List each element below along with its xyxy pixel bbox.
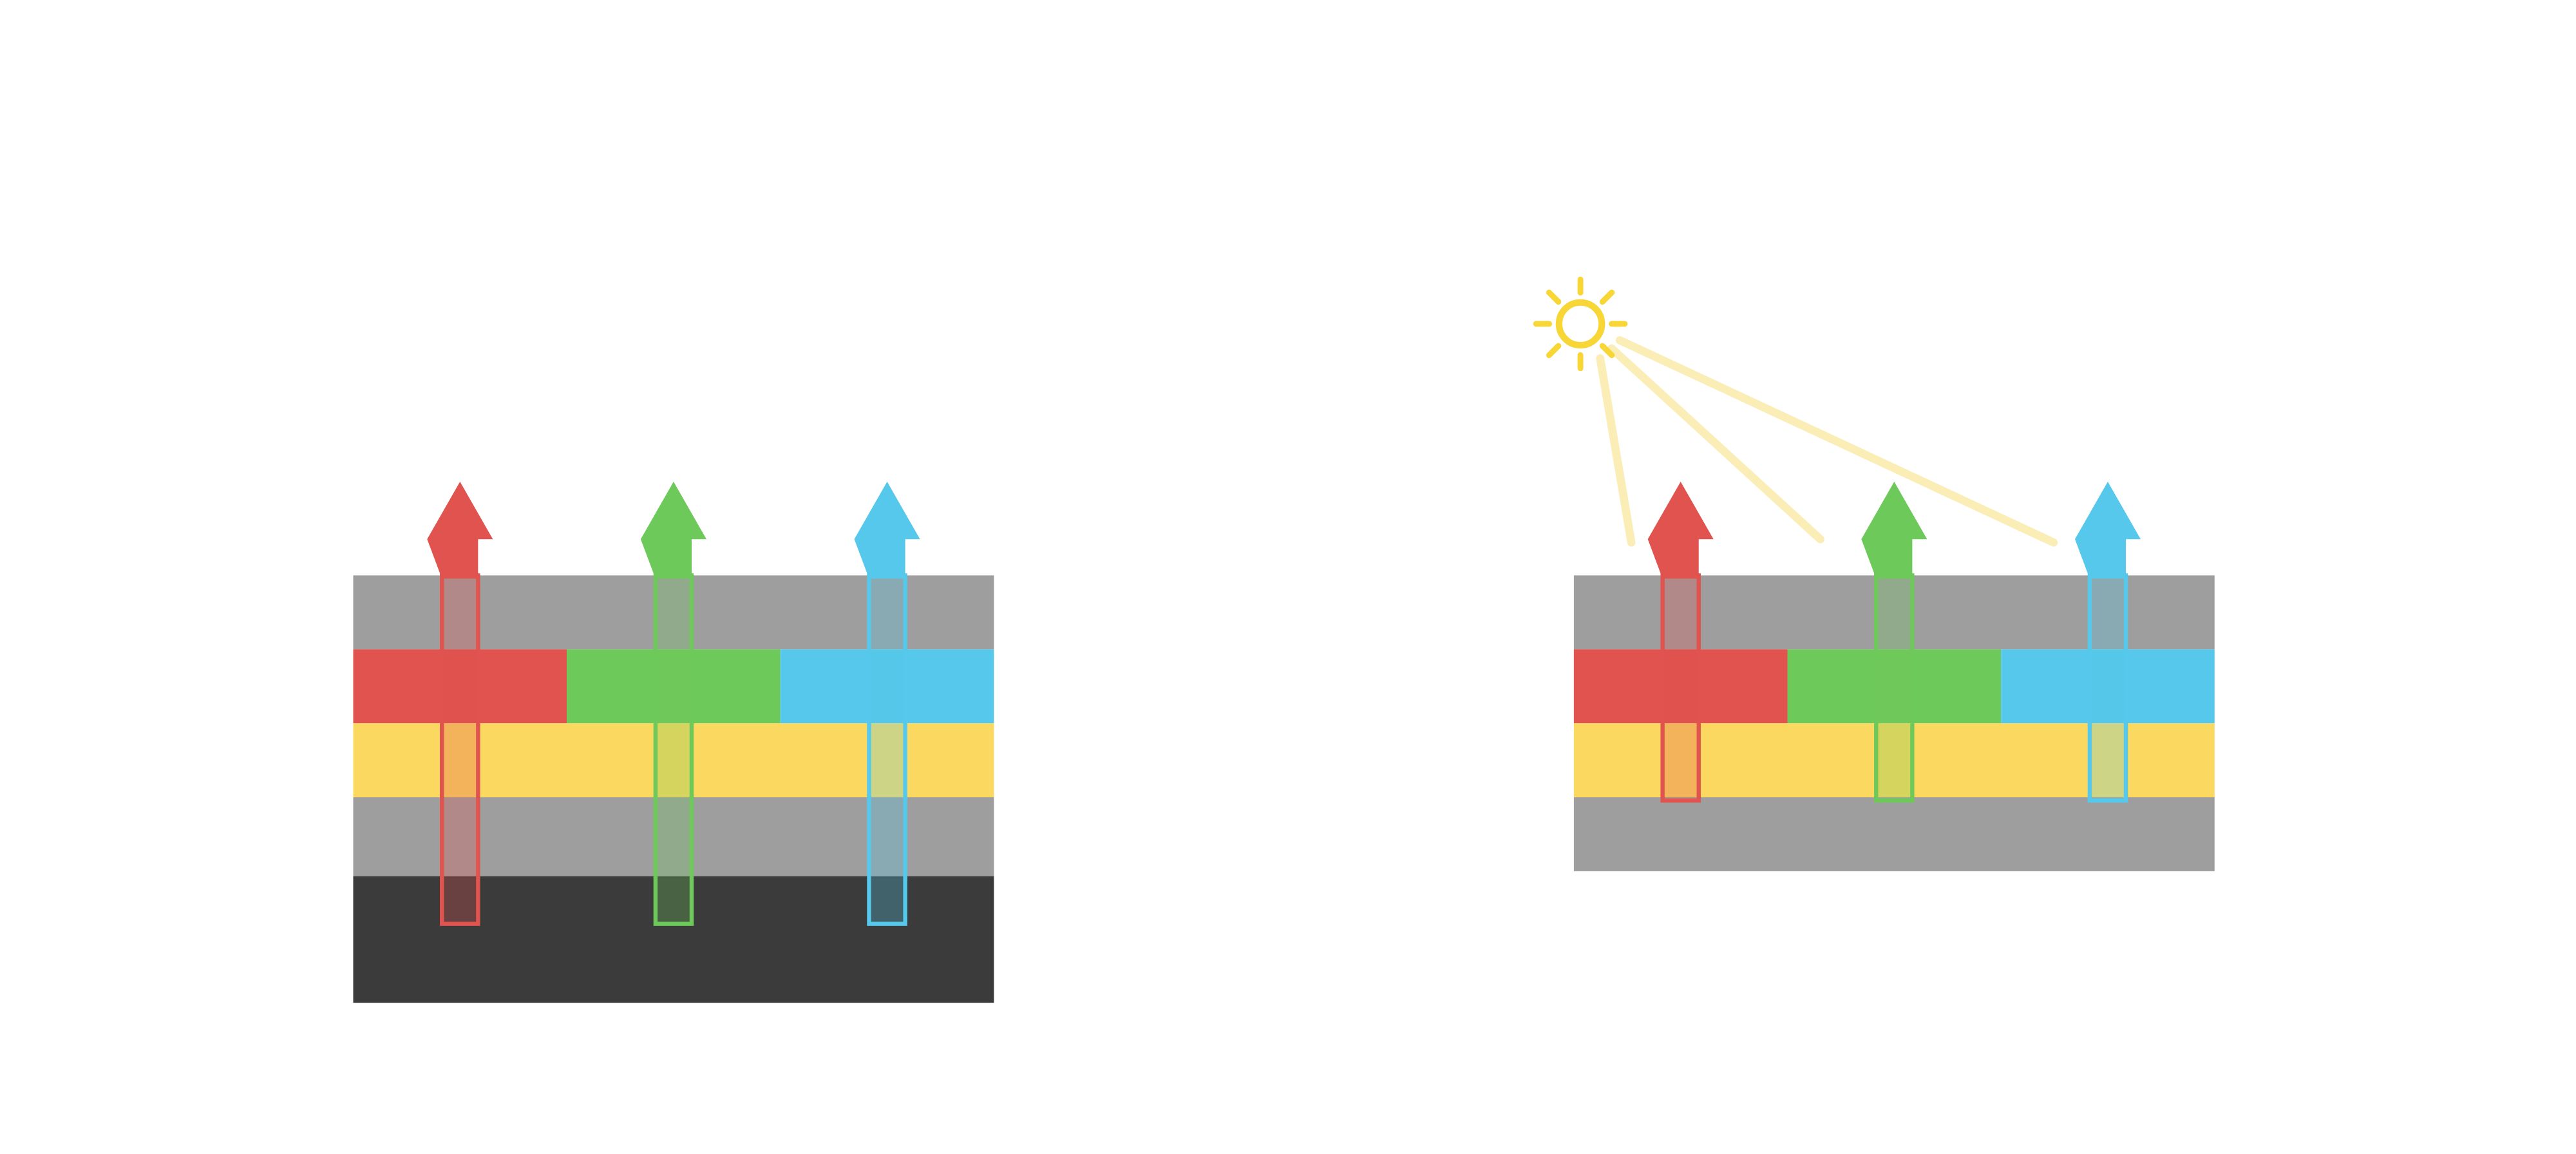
green-arrow-head xyxy=(640,481,706,579)
blue-arrow-head xyxy=(854,481,920,579)
red-light-arrow xyxy=(427,481,493,926)
green-arrow-head xyxy=(1861,481,1927,579)
blue-light-arrow xyxy=(2074,481,2141,803)
green-subpixel xyxy=(567,649,781,724)
green-arrow-shaft xyxy=(1874,573,1915,803)
blue-subpixel xyxy=(2001,649,2215,724)
dark-backlight-layer xyxy=(353,876,994,1003)
blue-arrow-head xyxy=(2074,481,2141,579)
gray-bottom-layer xyxy=(1573,797,2215,871)
red-light-arrow xyxy=(1647,481,1714,803)
red-subpixel xyxy=(353,649,567,724)
red-arrow-shaft xyxy=(1660,573,1701,803)
sunlight-rays xyxy=(1596,336,2058,547)
red-arrow-shaft xyxy=(440,573,480,926)
yellow-layer xyxy=(1573,723,2215,798)
sunlight-ray xyxy=(1596,354,1636,547)
blue-subpixel xyxy=(780,649,994,724)
red-arrow-head xyxy=(427,481,493,579)
blue-arrow-shaft xyxy=(867,573,907,926)
green-light-arrow xyxy=(1861,481,1927,803)
reflective-display-stack xyxy=(1533,276,2215,871)
blue-arrow-shaft xyxy=(2087,573,2128,803)
sun-spokes xyxy=(1533,276,1628,372)
emissive-display-stack xyxy=(353,481,994,1003)
red-arrow-head xyxy=(1647,481,1714,579)
yellow-layer xyxy=(353,723,994,798)
green-light-arrow xyxy=(640,481,706,926)
green-subpixel xyxy=(1787,649,2002,724)
red-subpixel xyxy=(1573,649,1788,724)
blue-light-arrow xyxy=(854,481,920,926)
sunlight-ray xyxy=(1607,344,1824,544)
sun-core xyxy=(1555,299,1605,349)
sunlight-ray xyxy=(1615,336,2058,547)
gray-top-layer xyxy=(353,575,994,650)
gray-top-layer xyxy=(1573,575,2215,650)
gray-middle-layer xyxy=(353,797,994,876)
green-arrow-shaft xyxy=(653,573,694,926)
sun-icon xyxy=(1533,276,1628,372)
